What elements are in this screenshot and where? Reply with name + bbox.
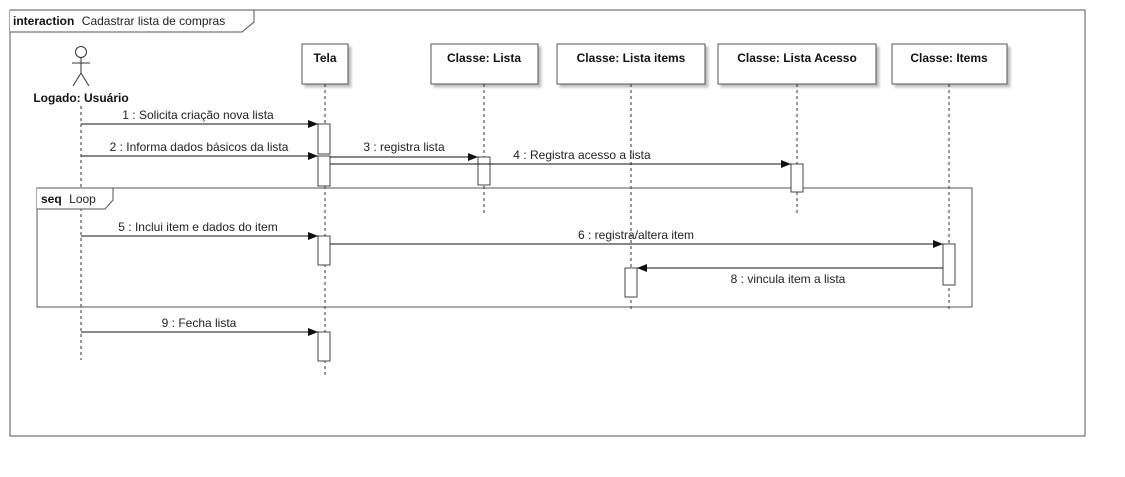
frame-keyword: interaction: [13, 14, 74, 28]
actor-label: Logado: Usuário: [33, 91, 128, 105]
message-1-label: 1 : Solicita criação nova lista: [122, 108, 274, 122]
interaction-frame: interaction Cadastrar lista de compras: [9, 9, 1086, 437]
message-4-label: 4 : Registra acesso a lista: [513, 148, 651, 162]
activation-items: [942, 243, 956, 286]
lifeline-label: Classe: Lista items: [577, 51, 686, 65]
message-5-label: 5 : Inclui item e dados do item: [118, 220, 277, 234]
activation-tela-2: [317, 155, 331, 187]
message-8-label: 8 : vincula item a lista: [731, 272, 846, 286]
message-6-label: 6 : registra/altera item: [578, 228, 694, 242]
message-3-label: 3 : registra lista: [363, 140, 445, 154]
actor-usuario[interactable]: Logado: Usuário: [33, 46, 129, 106]
lifeline-label: Classe: Lista Acesso: [737, 51, 857, 65]
frame-name: Cadastrar lista de compras: [82, 14, 225, 28]
activation-tela-3: [317, 235, 331, 266]
lifeline-classe-items[interactable]: Classe: Items: [891, 43, 1008, 85]
activation-lista-items: [624, 267, 638, 298]
lifeline-tela[interactable]: Tela: [301, 43, 349, 85]
frame-title: interaction Cadastrar lista de compras: [13, 12, 225, 29]
lifeline-classe-lista-acesso[interactable]: Classe: Lista Acesso: [717, 43, 877, 85]
activation-tela-1: [317, 123, 331, 155]
loop-name: Loop: [69, 192, 96, 206]
lifeline-label: Classe: Lista: [447, 51, 521, 65]
loop-keyword: seq: [41, 192, 62, 206]
activation-tela-4: [317, 331, 331, 362]
message-9-label: 9 : Fecha lista: [162, 316, 237, 330]
lifeline-classe-lista[interactable]: Classe: Lista: [430, 43, 539, 85]
message-2-label: 2 : Informa dados básicos da lista: [110, 140, 289, 154]
lifeline-label: Tela: [313, 51, 336, 65]
lifeline-classe-lista-items[interactable]: Classe: Lista items: [556, 43, 706, 85]
loop-fragment: seq Loop: [36, 187, 973, 308]
stick-figure-icon: [72, 46, 90, 87]
lifeline-label: Classe: Items: [910, 51, 988, 65]
activation-lista: [477, 156, 491, 186]
loop-label: seq Loop: [41, 190, 96, 207]
activation-lista-acesso: [790, 163, 804, 193]
